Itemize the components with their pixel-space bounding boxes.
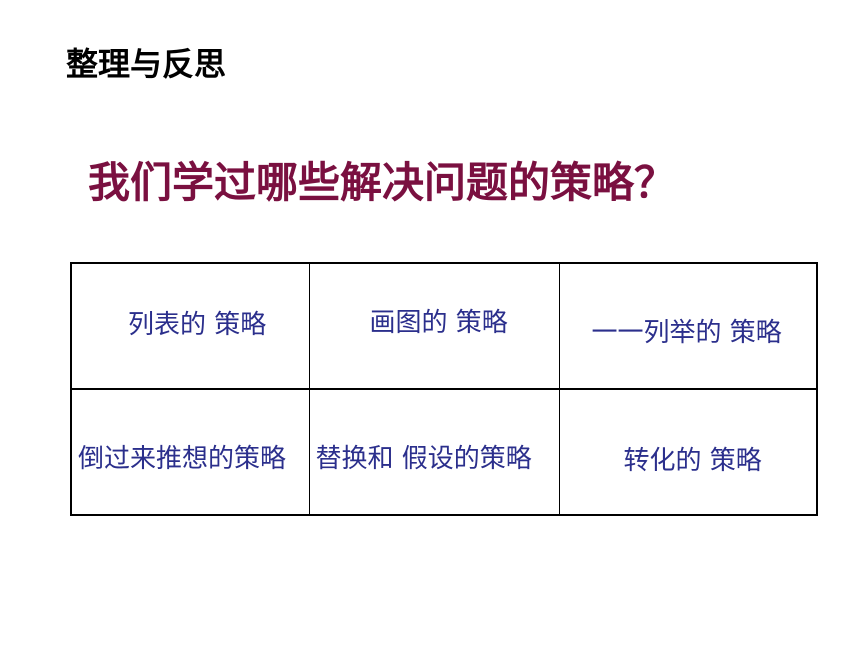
table-cell: 替换和 假设的策略 xyxy=(308,388,560,516)
table-cell: 倒过来推想的策略 xyxy=(70,388,310,516)
table-cell: 列表的 策略 xyxy=(70,262,310,390)
strategy-label: 列表的 策略 xyxy=(128,309,267,340)
table-cell: 画图的 策略 xyxy=(308,262,560,390)
question-heading: 我们学过哪些解决问题的策略？ xyxy=(88,158,677,207)
strategy-table: 列表的 策略 画图的 策略 一一列举的 策略 倒过来推想的策略 替换和 假设的策… xyxy=(70,262,818,516)
table-row: 列表的 策略 画图的 策略 一一列举的 策略 xyxy=(70,262,818,390)
table-cell: 一一列举的 策略 xyxy=(558,262,818,390)
strategy-label: 转化的 策略 xyxy=(623,445,762,476)
table-row: 倒过来推想的策略 替换和 假设的策略 转化的 策略 xyxy=(70,388,818,516)
strategy-label: 一一列举的 策略 xyxy=(591,317,782,348)
strategy-label: 倒过来推想的策略 xyxy=(78,443,287,474)
strategy-label: 替换和 假设的策略 xyxy=(315,443,532,474)
section-title: 整理与反思 xyxy=(66,45,227,83)
strategy-label: 画图的 策略 xyxy=(369,307,508,338)
table-cell: 转化的 策略 xyxy=(558,388,818,516)
